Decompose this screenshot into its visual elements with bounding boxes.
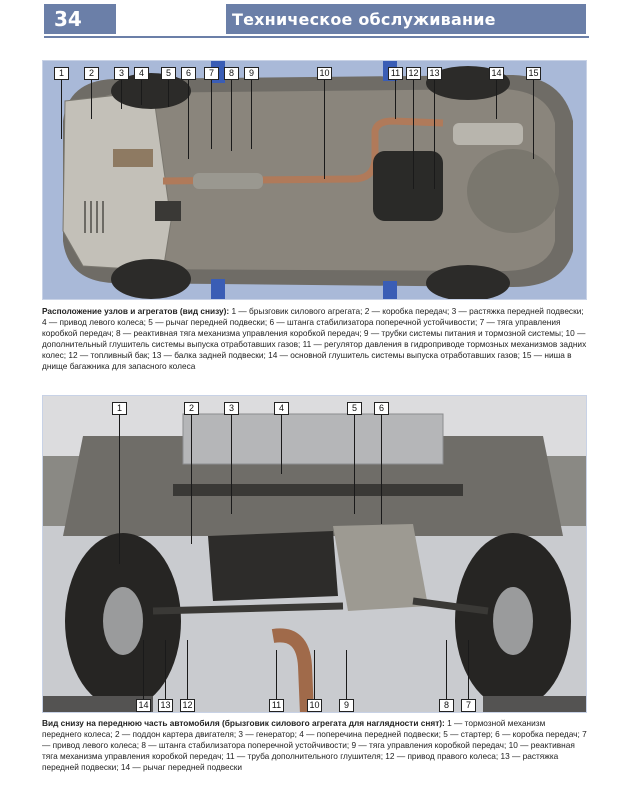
leader-line [314,650,315,700]
callout-label: 3 [224,402,239,415]
leader-line [468,640,469,700]
callout-label: 7 [204,67,219,80]
leader-line [354,414,355,514]
leader-line [191,414,192,544]
leader-line [533,79,534,159]
callout-label: 2 [184,402,199,415]
callout-label: 8 [439,699,454,712]
callout-label: 11 [269,699,284,712]
figure1-caption-title: Расположение узлов и агрегатов (вид сниз… [42,306,230,316]
leader-line [211,79,212,149]
callout-label: 6 [181,67,196,80]
callout-label: 8 [224,67,239,80]
leader-line [121,79,122,109]
callout-label: 9 [244,67,259,80]
leader-line [446,640,447,700]
callout-label: 14 [489,67,504,80]
leader-line [168,79,169,107]
leader-line [119,414,120,564]
figure1-caption-text: 1 — брызговик силового агрегата; 2 — кор… [42,306,587,371]
leader-line [231,414,232,514]
leader-line [141,79,142,105]
callout-label: 7 [461,699,476,712]
figure1-caption: Расположение узлов и агрегатов (вид сниз… [42,306,587,372]
callout-label: 12 [180,699,195,712]
page-header: 34 Техническое обслуживание [0,0,623,40]
leader-line [496,79,497,119]
leader-line [143,640,144,700]
leader-line [231,79,232,151]
page-number: 34 [44,4,116,34]
callout-label: 1 [54,67,69,80]
header-rule [44,36,589,38]
callout-label: 4 [274,402,289,415]
underbody-illustration [43,61,586,299]
callout-label: 12 [406,67,421,80]
callout-label: 13 [158,699,173,712]
leader-line [251,79,252,149]
figure2-caption: Вид снизу на переднюю часть автомобиля (… [42,718,587,773]
leader-line [434,79,435,189]
leader-line [395,79,396,119]
callout-label: 1 [112,402,127,415]
leader-line [187,640,188,700]
leader-line [281,414,282,474]
leader-line [61,79,62,139]
callout-label: 13 [427,67,442,80]
leader-line [276,650,277,700]
leader-line [346,650,347,700]
callout-label: 5 [347,402,362,415]
callout-label: 3 [114,67,129,80]
section-title: Техническое обслуживание [226,4,586,34]
callout-label: 11 [388,67,403,80]
figure-underbody-photo [42,60,587,300]
callout-label: 10 [307,699,322,712]
figure2-caption-text: 1 — тормозной механизм переднего колеса;… [42,718,587,772]
callout-label: 5 [161,67,176,80]
callout-label: 2 [84,67,99,80]
leader-line [188,79,189,159]
leader-line [165,640,166,700]
callout-label: 4 [134,67,149,80]
callout-label: 14 [136,699,151,712]
front-underside-illustration [43,396,586,712]
leader-line [413,79,414,189]
leader-line [91,79,92,119]
leader-line [324,79,325,179]
leader-line [381,414,382,524]
callout-label: 6 [374,402,389,415]
figure2-caption-title: Вид снизу на переднюю часть автомобиля (… [42,718,445,728]
callout-label: 10 [317,67,332,80]
callout-label: 9 [339,699,354,712]
callout-label: 15 [526,67,541,80]
